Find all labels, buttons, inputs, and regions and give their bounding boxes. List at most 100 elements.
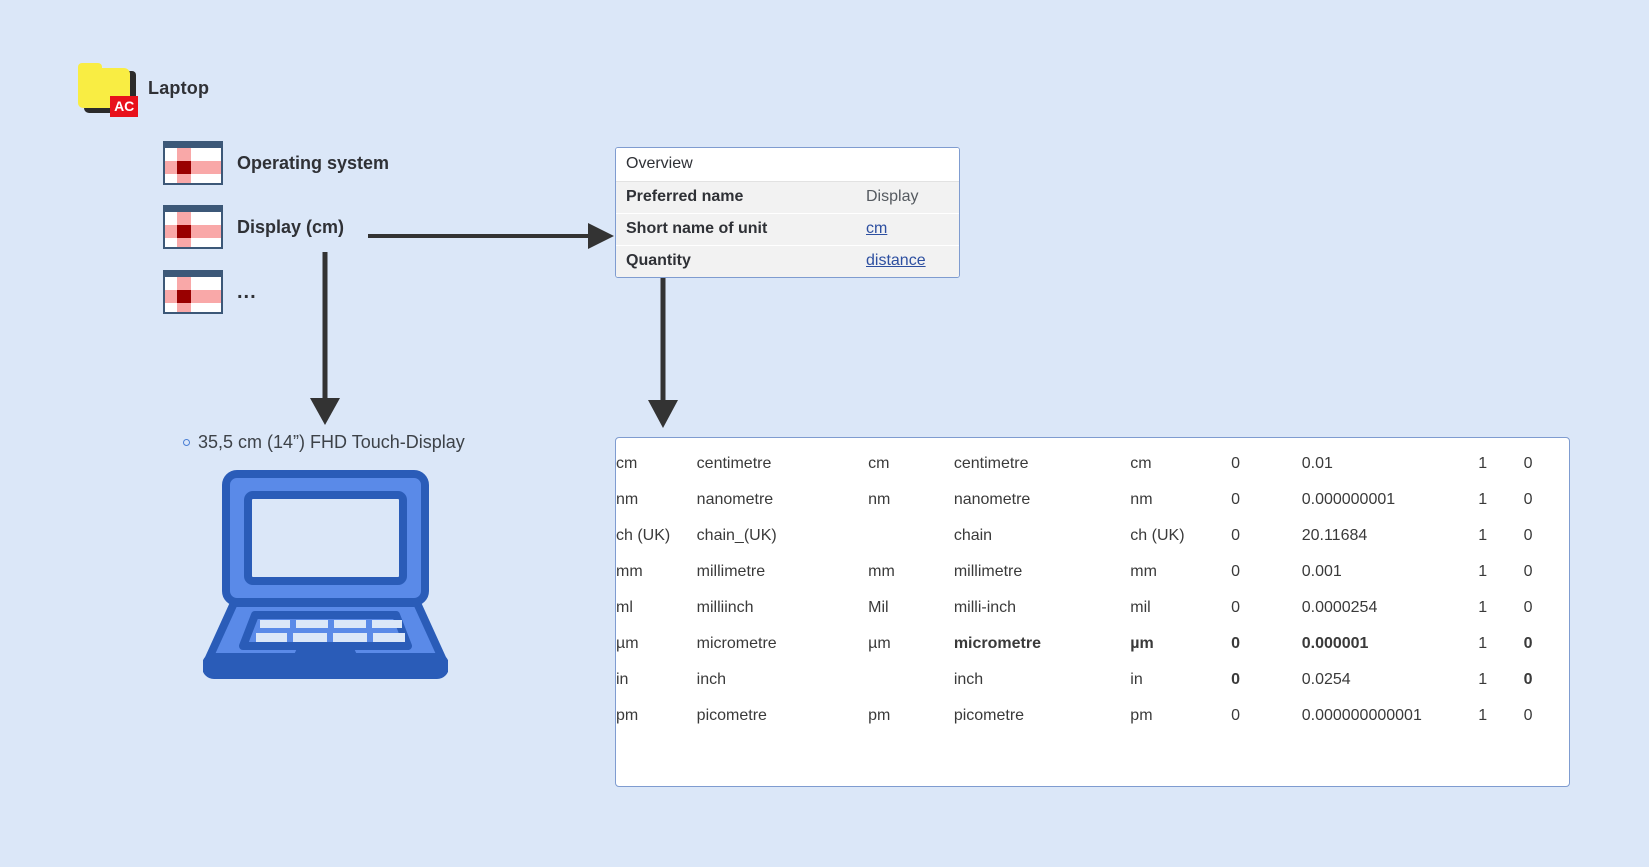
cell-factor: 0.0254 [1301, 671, 1351, 688]
cell-alt-short [868, 518, 954, 554]
overview-link-cm[interactable]: cm [866, 220, 888, 237]
product-spec-bullet: 35,5 cm (14”) FHD Touch-Display [183, 432, 465, 453]
overview-row-key: Preferred name [626, 188, 744, 205]
cell-alt-long: micrometre [953, 635, 1041, 652]
overview-panel: Overview Preferred name Display Short na… [615, 147, 960, 278]
tree-item-operating-system[interactable]: Operating system [163, 141, 389, 185]
cell-flag: 0 [1523, 635, 1533, 652]
overview-row-short-name-of-unit: Short name of unit cm [616, 214, 959, 246]
cell-factor: 0.0000254 [1301, 599, 1378, 616]
cell-symbol: mm [1130, 563, 1157, 580]
table-row[interactable]: ml milliinch Mil milli-inch mil 0 0.0000… [616, 590, 1569, 626]
cell-exponent: 1 [1478, 491, 1488, 508]
folder-icon: AC [78, 63, 138, 117]
cell-long-name: inch [696, 671, 727, 688]
tree-item-more[interactable]: ... [163, 270, 257, 314]
cell-flag: 0 [1523, 707, 1533, 724]
cell-short-name: in [616, 671, 629, 688]
cell-exponent: 1 [1478, 455, 1488, 472]
cell-alt-long: inch [953, 671, 984, 688]
cell-alt-short: nm [868, 491, 891, 508]
cell-factor: 0.000001 [1301, 635, 1369, 652]
cell-symbol: ch (UK) [1130, 527, 1185, 544]
cell-factor: 0.000000001 [1301, 491, 1396, 508]
cell-alt-long: milli-inch [953, 599, 1017, 616]
cell-offset: 0 [1231, 707, 1241, 724]
cell-symbol: nm [1130, 491, 1153, 508]
cell-exponent: 1 [1478, 563, 1488, 580]
cell-short-name: mm [616, 563, 643, 580]
cell-offset: 0 [1231, 527, 1241, 544]
table-icon [163, 270, 223, 314]
cell-alt-short: pm [868, 707, 891, 724]
cell-symbol: mil [1130, 599, 1151, 616]
cell-alt-long: centimetre [953, 455, 1029, 472]
cell-long-name: centimetre [696, 455, 772, 472]
cell-long-name: nanometre [696, 491, 774, 508]
table-row[interactable]: µm micrometre µm micrometre µm 0 0.00000… [616, 626, 1569, 662]
overview-row-preferred-name: Preferred name Display [616, 182, 959, 214]
overview-link-distance[interactable]: distance [866, 252, 926, 269]
cell-alt-short [868, 662, 954, 698]
cell-alt-short: mm [868, 563, 895, 580]
cell-alt-long: millimetre [953, 563, 1023, 580]
cell-short-name: cm [616, 455, 638, 472]
cell-offset: 0 [1231, 671, 1241, 688]
tree-item-label: ... [237, 280, 257, 303]
cell-alt-short: µm [868, 635, 891, 652]
overview-row-quantity: Quantity distance [616, 246, 959, 277]
table-row[interactable]: nm nanometre nm nanometre nm 0 0.0000000… [616, 482, 1569, 518]
cell-exponent: 1 [1478, 707, 1488, 724]
cell-long-name: chain_(UK) [696, 527, 777, 544]
table-row[interactable]: cm centimetre cm centimetre cm 0 0.01 1 … [616, 446, 1569, 482]
product-spec-text: 35,5 cm (14”) FHD Touch-Display [198, 432, 465, 452]
cell-factor: 0.000000000001 [1301, 707, 1422, 724]
cell-alt-long: chain [953, 527, 993, 544]
unit-data-panel: cm centimetre cm centimetre cm 0 0.01 1 … [615, 437, 1570, 787]
overview-row-value: Display [866, 188, 919, 205]
cell-long-name: milliinch [696, 599, 754, 616]
cell-exponent: 1 [1478, 635, 1488, 652]
bullet-dot-icon [183, 439, 190, 446]
cell-exponent: 1 [1478, 527, 1488, 544]
cell-flag: 0 [1523, 599, 1533, 616]
cell-long-name: micrometre [696, 635, 777, 652]
tree-root-laptop[interactable]: AC Laptop [78, 63, 209, 117]
overview-title: Overview [616, 148, 959, 182]
unit-data-table: cm centimetre cm centimetre cm 0 0.01 1 … [616, 446, 1569, 734]
table-icon [163, 141, 223, 185]
cell-symbol: in [1130, 671, 1143, 688]
cell-short-name: ch (UK) [616, 527, 671, 544]
table-icon [163, 205, 223, 249]
cell-factor: 0.01 [1301, 455, 1333, 472]
table-row[interactable]: pm picometre pm picometre pm 0 0.0000000… [616, 698, 1569, 734]
laptop-illustration [203, 470, 448, 679]
cell-alt-long: picometre [953, 707, 1025, 724]
table-row[interactable]: ch (UK) chain_(UK) chain ch (UK) 0 20.11… [616, 518, 1569, 554]
table-row[interactable]: in inch inch in 0 0.0254 1 0 [616, 662, 1569, 698]
cell-short-name: ml [616, 599, 633, 616]
cell-short-name: µm [616, 635, 639, 652]
cell-offset: 0 [1231, 599, 1241, 616]
cell-offset: 0 [1231, 455, 1241, 472]
cell-offset: 0 [1231, 491, 1241, 508]
cell-exponent: 1 [1478, 671, 1488, 688]
tree-item-label: Display (cm) [237, 216, 345, 237]
folder-badge-ac: AC [110, 96, 138, 117]
cell-short-name: nm [616, 491, 639, 508]
cell-symbol: pm [1130, 707, 1153, 724]
cell-alt-short: cm [868, 455, 890, 472]
cell-long-name: picometre [696, 707, 767, 724]
tree-item-display-cm[interactable]: Display (cm) [163, 205, 344, 249]
cell-flag: 0 [1523, 527, 1533, 544]
cell-alt-short: Mil [868, 599, 889, 616]
table-row[interactable]: mm millimetre mm millimetre mm 0 0.001 1… [616, 554, 1569, 590]
cell-short-name: pm [616, 707, 639, 724]
tree-item-label: Operating system [237, 152, 390, 173]
cell-factor: 0.001 [1301, 563, 1342, 580]
cell-flag: 0 [1523, 491, 1533, 508]
cell-offset: 0 [1231, 635, 1241, 652]
cell-symbol: cm [1130, 455, 1152, 472]
cell-factor: 20.11684 [1301, 527, 1368, 544]
